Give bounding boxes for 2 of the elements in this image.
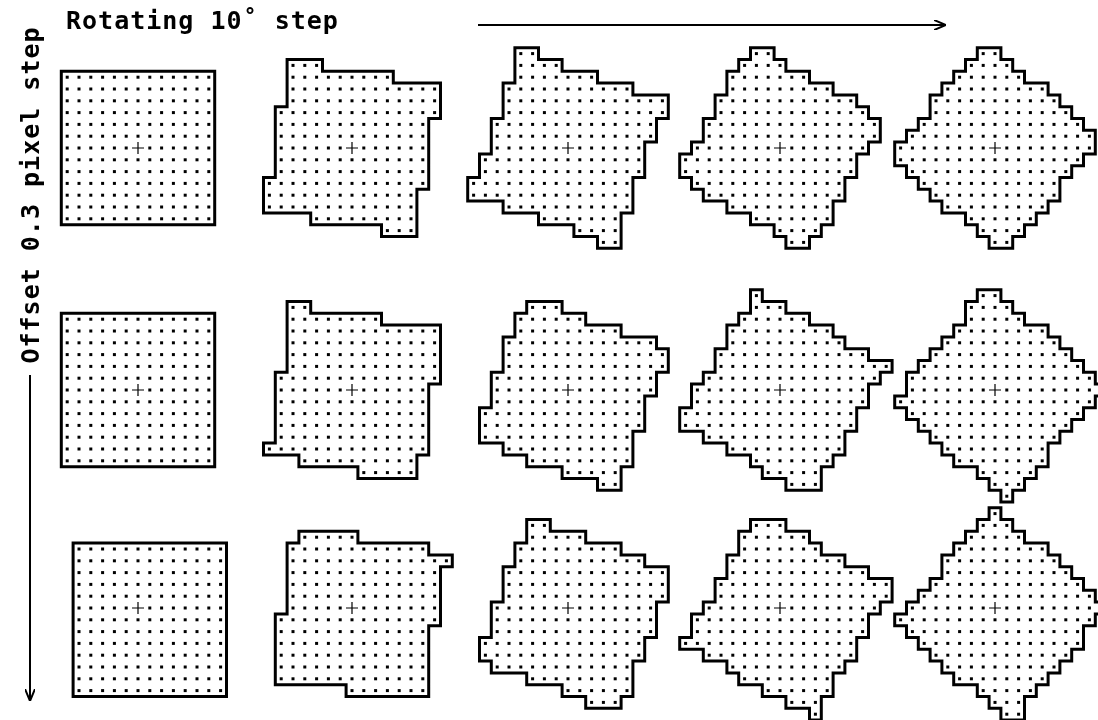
axis-caption: Rotating 10˚ step xyxy=(66,6,339,35)
axis-caption: Offset 0.3 pixel step xyxy=(15,26,45,364)
